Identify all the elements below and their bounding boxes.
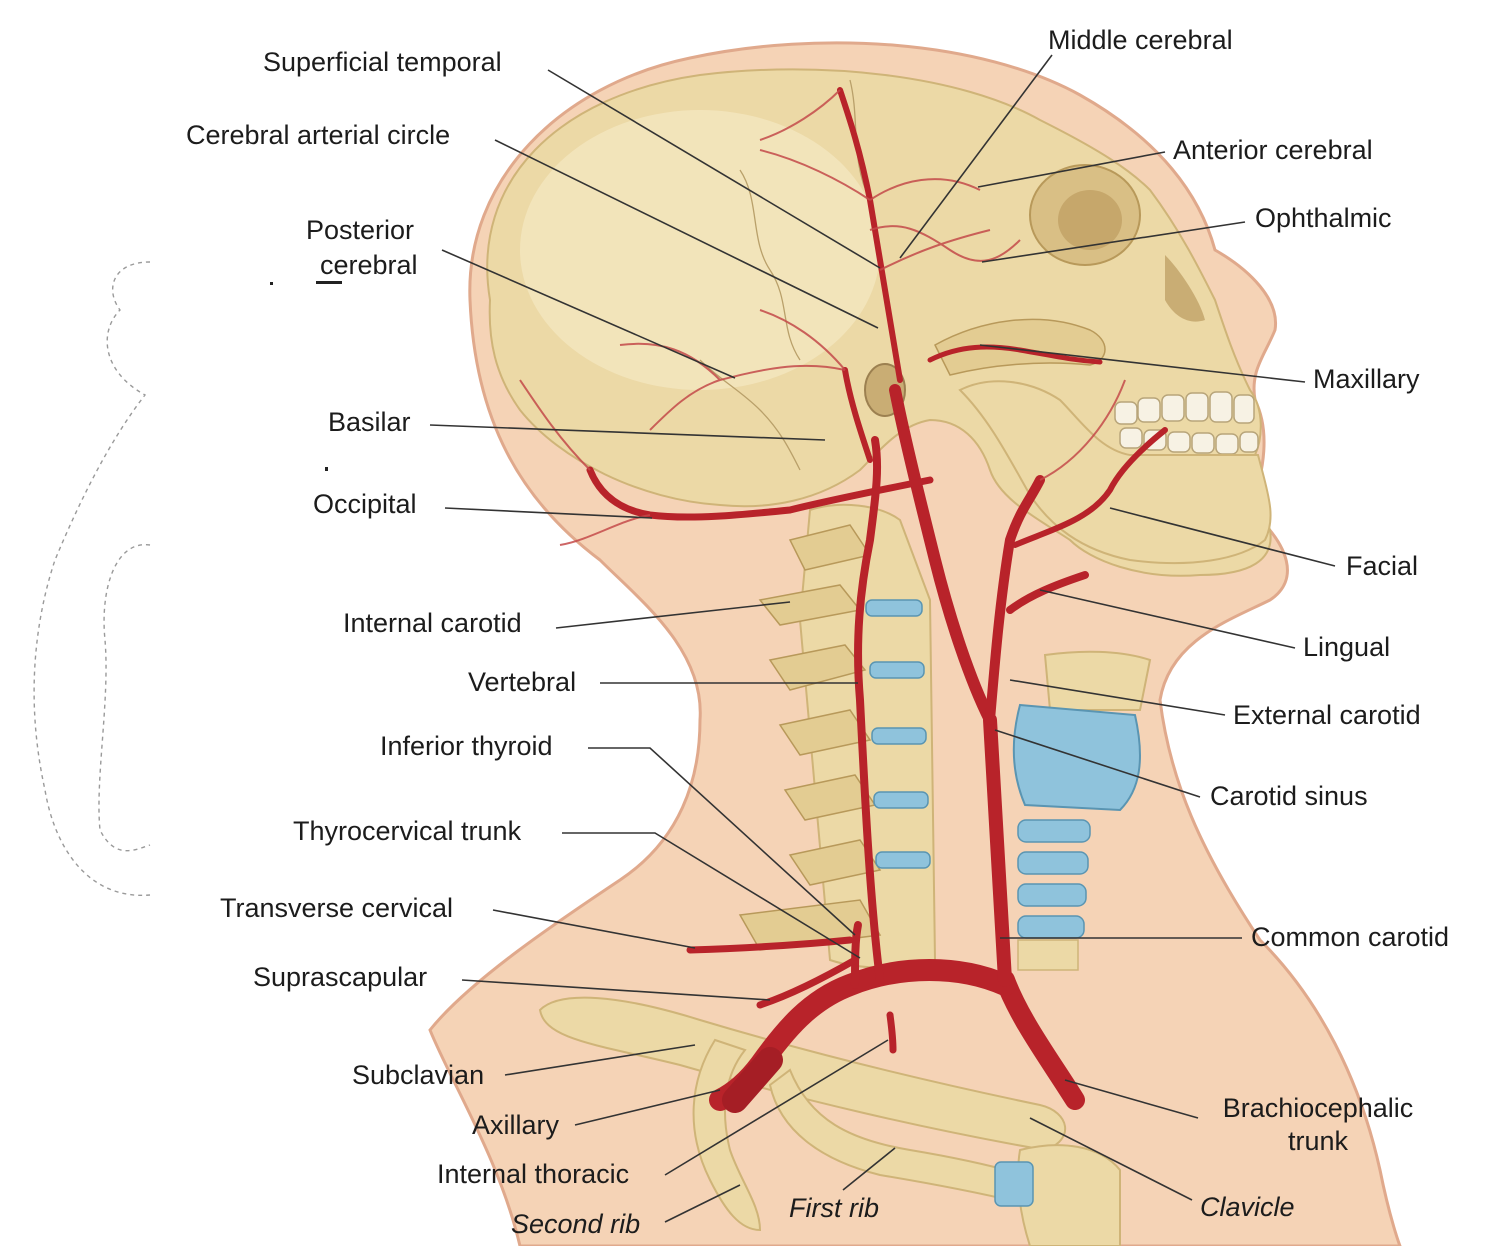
- leader-occipital: [444, 507, 653, 519]
- cervical-spine: [738, 503, 937, 969]
- leader-superficial-temporal: [547, 69, 881, 269]
- teeth: [1114, 391, 1259, 455]
- label-ophthalmic: Ophthalmic: [1255, 203, 1392, 233]
- label-brachiocephalic-line1: Brachiocephalic: [1222, 1093, 1414, 1123]
- label-cerebral-arterial-circle: Cerebral arterial circle: [186, 120, 451, 150]
- label-transverse-cervical: Transverse cervical: [220, 893, 454, 923]
- internal-thoracic-artery: [886, 1011, 897, 1054]
- orbit-inner: [1058, 190, 1122, 250]
- leader-inferior-thyroid: [588, 747, 856, 936]
- label-vertebral: Vertebral: [468, 667, 577, 697]
- label-internal-thoracic: Internal thoracic: [437, 1159, 630, 1189]
- label-lingual: Lingual: [1303, 632, 1391, 662]
- superficial-temporal-artery: [837, 87, 903, 383]
- label-inferior-thyroid: Inferior thyroid: [380, 731, 553, 761]
- label-first-rib: First rib: [789, 1193, 879, 1223]
- label-posterior-cerebral-line1: Posterior: [306, 215, 415, 245]
- leader-facial: [1109, 507, 1336, 567]
- leader-suprascapular: [461, 979, 771, 1001]
- label-anterior-cerebral: Anterior cerebral: [1173, 135, 1373, 165]
- leader-internal-carotid: [555, 601, 791, 629]
- stray-marks: [270, 281, 342, 471]
- occipital-artery: [586, 466, 934, 521]
- nasal-cavity: [1165, 255, 1205, 322]
- facial-artery: [1012, 427, 1168, 548]
- leader-posterior-cerebral: [441, 249, 736, 379]
- leader-ophthalmic: [981, 221, 1246, 263]
- label-superficial-temporal: Superficial temporal: [263, 47, 502, 77]
- label-suprascapular: Suprascapular: [253, 962, 428, 992]
- zygomatic-arch: [934, 318, 1106, 376]
- leader-external-carotid: [1009, 679, 1226, 716]
- leader-anterior-cerebral: [977, 151, 1166, 188]
- label-clavicle: Clavicle: [1200, 1192, 1295, 1222]
- faint-outline-inner: [98, 544, 151, 852]
- leader-maxillary: [979, 344, 1306, 383]
- label-axillary: Axillary: [472, 1110, 560, 1140]
- leader-clavicle: [1029, 1117, 1193, 1201]
- label-thyrocervical-trunk: Thyrocervical trunk: [293, 816, 522, 846]
- leader-axillary: [574, 1089, 721, 1126]
- faint-outline-silhouette: [33, 261, 151, 896]
- leader-subclavian: [504, 1044, 696, 1076]
- thyrocervical-trunk-artery: [851, 921, 862, 989]
- common-carotid-artery: [983, 713, 1012, 987]
- label-common-carotid: Common carotid: [1251, 922, 1450, 952]
- costal-cartilage: [994, 1161, 1034, 1207]
- leader-internal-thoracic: [664, 1039, 889, 1176]
- clavicle-and-ribs: [538, 996, 1121, 1246]
- leader-first-rib: [842, 1147, 896, 1191]
- cranium-shading: [520, 110, 880, 390]
- label-subclavian: Subclavian: [352, 1060, 485, 1090]
- suprascapular-artery: [756, 956, 859, 1009]
- label-second-rib: Second rib: [511, 1209, 641, 1239]
- label-posterior-cerebral-line2: cerebral: [320, 250, 418, 280]
- leader-second-rib: [664, 1184, 741, 1223]
- label-occipital: Occipital: [313, 489, 417, 519]
- external-carotid-artery: [985, 475, 1045, 725]
- vertebral-artery: [854, 436, 884, 984]
- label-facial: Facial: [1346, 551, 1419, 581]
- label-basilar: Basilar: [328, 407, 411, 437]
- leader-carotid-sinus: [994, 729, 1201, 798]
- leader-middle-cerebral: [899, 54, 1053, 259]
- axillary-artery: [722, 1047, 783, 1113]
- basilar-artery: [842, 367, 873, 463]
- label-external-carotid: External carotid: [1233, 700, 1421, 730]
- leader-brachiocephalic-trunk: [1064, 1079, 1199, 1119]
- label-brachiocephalic-line2: trunk: [1287, 1126, 1349, 1156]
- leader-basilar: [429, 424, 826, 441]
- internal-carotid-artery: [889, 384, 996, 726]
- label-internal-carotid: Internal carotid: [343, 608, 522, 638]
- leader-cerebral-arterial-circle: [494, 139, 879, 329]
- label-carotid-sinus: Carotid sinus: [1210, 781, 1368, 811]
- label-middle-cerebral: Middle cerebral: [1048, 25, 1233, 55]
- leader-lingual: [1039, 589, 1296, 649]
- clavicle: [538, 996, 1066, 1152]
- leader-thyrocervical-trunk: [562, 832, 861, 959]
- label-maxillary: Maxillary: [1313, 364, 1420, 394]
- cerebral-branches: [519, 89, 1126, 546]
- leader-transverse-cervical: [492, 909, 696, 949]
- leader-lines: [429, 54, 1336, 1223]
